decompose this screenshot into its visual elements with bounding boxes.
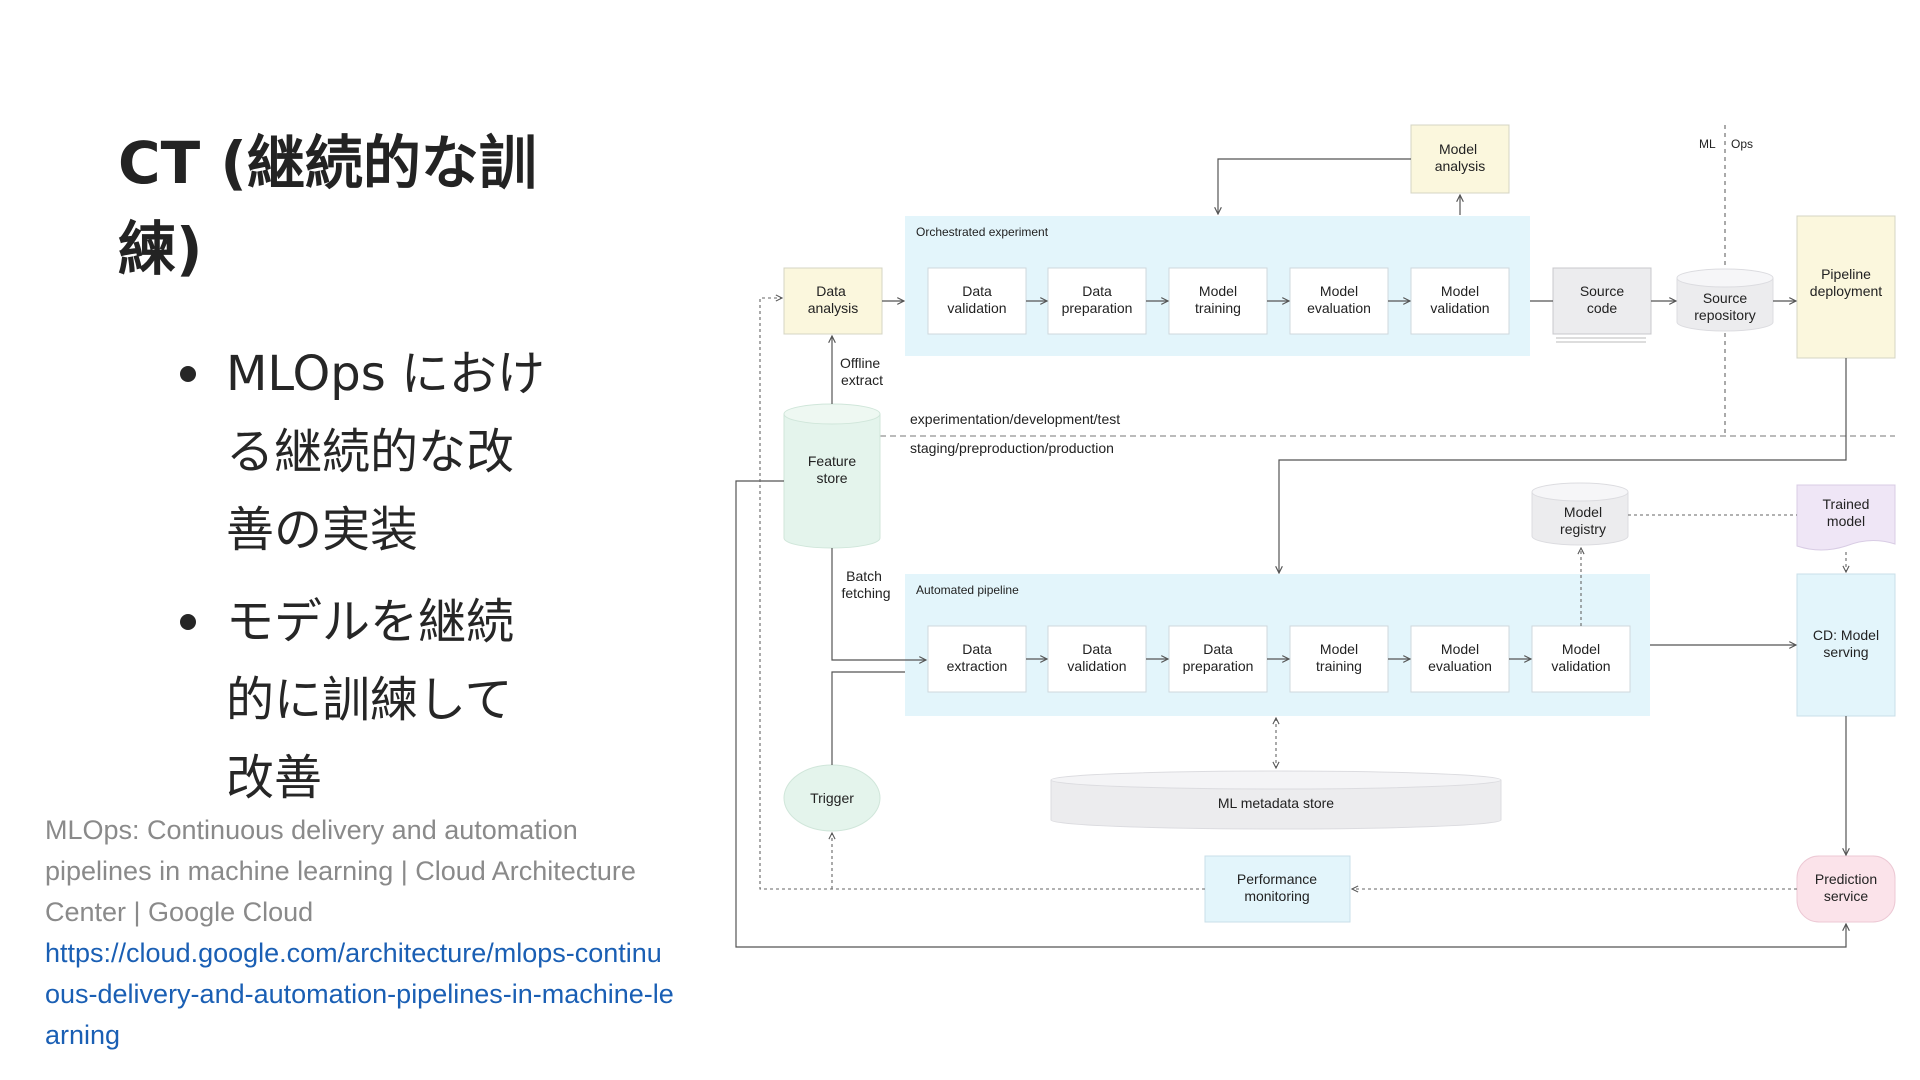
bullet-text-2: モデルを継続的に訓練して改善: [226, 594, 515, 806]
svg-text:Trigger: Trigger: [810, 790, 854, 806]
data-analysis-box: [783, 267, 883, 335]
model-analysis-box: [1410, 124, 1510, 194]
bullet-list: MLOps における継続的な改善の実装 モデルを継続的に訓練して改善: [180, 335, 550, 831]
trigger-ellipse: Trigger: [783, 764, 881, 832]
source-link[interactable]: https://cloud.google.com/architecture/ml…: [45, 938, 674, 1050]
bullet-text-1: MLOps における継続的な改善の実装: [226, 346, 545, 558]
connectors: [735, 158, 1846, 948]
automated-pipeline-panel: [905, 574, 1650, 716]
automated-pipeline-label: Automated pipeline: [916, 583, 1019, 597]
bullet-item-1: MLOps における継続的な改善の実装: [180, 335, 550, 569]
model-analysis-text: Model analysis: [1435, 141, 1486, 174]
bullet-dot: [180, 366, 196, 382]
bullet-dot: [180, 614, 196, 630]
ml-metadata-store: ML metadata store: [1050, 770, 1502, 830]
dotted-connectors: [759, 298, 1846, 889]
slide-title: CT (継続的な訓練): [118, 129, 537, 283]
ml-label: ML: [1699, 137, 1716, 151]
orchestrated-experiment-label: Orchestrated experiment: [916, 225, 1049, 239]
offline-extract-label: Offline extract: [840, 355, 884, 388]
svg-text:ML metadata store: ML metadata store: [1218, 795, 1334, 811]
env-top-label: experimentation/development/test: [910, 411, 1120, 427]
env-bottom-label: staging/preproduction/production: [910, 440, 1114, 456]
data-analysis-text: Data analysis: [808, 283, 859, 316]
ops-label: Ops: [1731, 137, 1753, 151]
bullet-item-2: モデルを継続的に訓練して改善: [180, 583, 550, 817]
batch-fetching-label: Batch fetching: [841, 568, 890, 601]
source-caption: MLOps: Continuous delivery and automatio…: [45, 815, 636, 927]
